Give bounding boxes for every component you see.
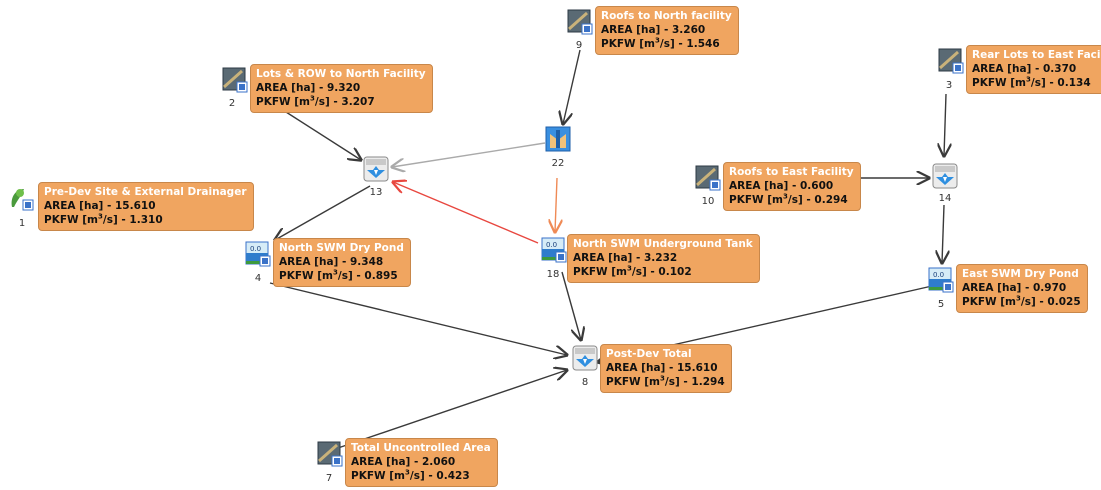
node-area: AREA [ha] - 0.600 [729, 180, 834, 192]
node-pkfw: PKFW [m3/s] - 0.423 [351, 468, 470, 482]
node-id-label: 18 [546, 269, 560, 280]
node-id-label: 2 [228, 98, 236, 109]
node-id-label: 22 [551, 158, 565, 169]
link-9-22[interactable] [563, 49, 581, 124]
node-title: Roofs to East Facility [729, 166, 854, 178]
catchment-icon[interactable] [317, 441, 343, 467]
node-title: Total Uncontrolled Area [351, 442, 491, 454]
node-id-label: 10 [701, 196, 715, 207]
link-4-8[interactable] [269, 282, 567, 355]
node-id-label: 4 [254, 273, 262, 284]
link-22-18[interactable] [555, 177, 557, 232]
pond-icon[interactable]: 0.0 [928, 267, 954, 293]
node-title: East SWM Dry Pond [962, 268, 1079, 280]
node-pkfw: PKFW [m3/s] - 1.546 [601, 36, 720, 50]
node-pkfw: PKFW [m3/s] - 0.102 [573, 264, 692, 278]
node-area: AREA [ha] - 9.320 [256, 82, 361, 94]
catchment-icon[interactable] [222, 67, 248, 93]
link-7-8[interactable] [337, 370, 567, 449]
node-area: AREA [ha] - 0.370 [972, 63, 1077, 75]
node-title: North SWM Dry Pond [279, 242, 404, 254]
link-14-5[interactable] [942, 204, 944, 263]
node-area: AREA [ha] - 2.060 [351, 456, 456, 468]
catchment-icon[interactable] [567, 9, 593, 35]
node-title: Rear Lots to East Facility [972, 49, 1101, 61]
node-area: AREA [ha] - 0.970 [962, 282, 1067, 294]
node-pkfw: PKFW [m3/s] - 0.025 [962, 294, 1081, 308]
pond-icon[interactable]: 0.0 [541, 237, 567, 263]
node-pkfw: PKFW [m3/s] - 1.294 [606, 374, 725, 388]
junction-icon[interactable] [572, 345, 598, 371]
svg-text:0.0: 0.0 [546, 241, 557, 249]
node-id-label: 3 [945, 80, 953, 91]
link-13-4[interactable] [275, 185, 371, 240]
node-id-label: 7 [325, 473, 333, 484]
node-id-label: 14 [938, 193, 952, 204]
node-id-label: 9 [575, 40, 583, 51]
link-22-13[interactable] [392, 142, 546, 167]
link-18-13[interactable] [393, 182, 539, 244]
node-title: North SWM Underground Tank [573, 238, 753, 250]
node-title: Post-Dev Total [606, 348, 692, 360]
node-id-label: 13 [369, 187, 383, 198]
junction-icon[interactable] [932, 163, 958, 189]
node-area: AREA [ha] - 3.232 [573, 252, 678, 264]
svg-text:0.0: 0.0 [250, 245, 261, 253]
catchment-icon[interactable] [695, 165, 721, 191]
catchment-icon[interactable] [938, 48, 964, 74]
node-area: AREA [ha] - 15.610 [606, 362, 718, 374]
node-id-label: 1 [18, 218, 26, 229]
node-id-label: 5 [937, 299, 945, 310]
svg-text:0.0: 0.0 [933, 271, 944, 279]
node-id-label: 8 [581, 377, 589, 388]
node-pkfw: PKFW [m3/s] - 0.134 [972, 75, 1091, 89]
node-area: AREA [ha] - 15.610 [44, 200, 156, 212]
link-18-8[interactable] [561, 271, 581, 340]
node-pkfw: PKFW [m3/s] - 0.895 [279, 268, 398, 282]
node-area: AREA [ha] - 9.348 [279, 256, 384, 268]
node-pkfw: PKFW [m3/s] - 3.207 [256, 94, 375, 108]
link-3-14[interactable] [944, 93, 946, 156]
node-pkfw: PKFW [m3/s] - 1.310 [44, 212, 163, 226]
link-2-13[interactable] [285, 111, 361, 160]
node-area: AREA [ha] - 3.260 [601, 24, 706, 36]
node-pkfw: PKFW [m3/s] - 0.294 [729, 192, 848, 206]
node-title: Roofs to North facility [601, 10, 732, 22]
predev-icon[interactable] [8, 185, 34, 211]
node-title: Lots & ROW to North Facility [256, 68, 426, 80]
node-title: Pre-Dev Site & External Drainager [44, 186, 247, 198]
pond-icon[interactable]: 0.0 [245, 241, 271, 267]
diversion-icon[interactable] [545, 126, 571, 152]
junction-icon[interactable] [363, 156, 389, 182]
